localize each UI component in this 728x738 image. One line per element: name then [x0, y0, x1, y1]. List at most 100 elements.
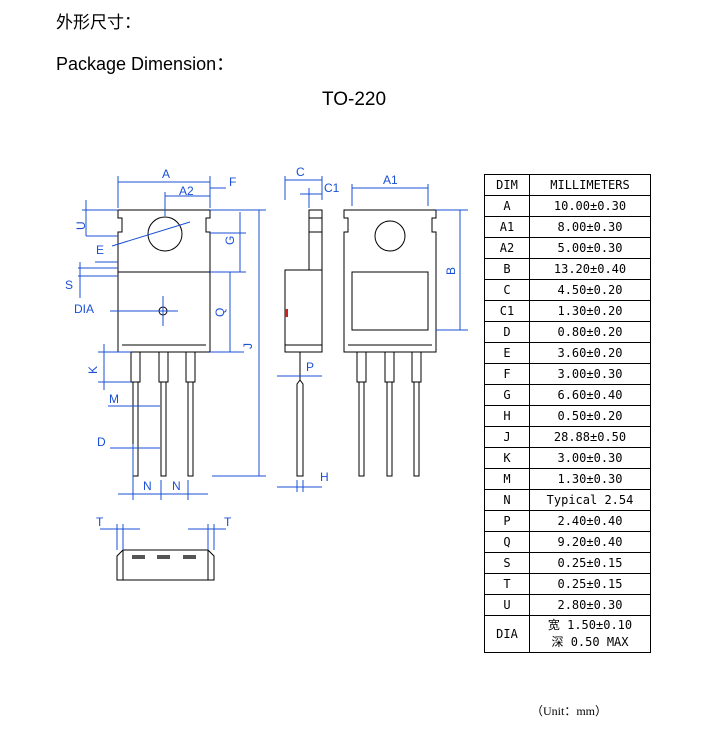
- value-cell: 8.00±0.30: [529, 216, 651, 238]
- value-cell: 2.80±0.30: [529, 594, 651, 616]
- lead-shoulder-2: [158, 351, 169, 383]
- dim-cell: H: [484, 405, 530, 427]
- side-view: [284, 209, 323, 477]
- dim-cell: U: [484, 594, 530, 616]
- label-N-2: N: [172, 479, 181, 493]
- dim-cell: C: [484, 279, 530, 301]
- value-cell-dia: 宽 1.50±0.10 深 0.50 MAX: [529, 615, 651, 653]
- dim-cell: M: [484, 468, 530, 490]
- header-millimeters: MILLIMETERS: [529, 174, 651, 196]
- label-F: F: [229, 175, 236, 189]
- lead-2: [160, 381, 167, 477]
- label-N-1: N: [143, 479, 152, 493]
- dimension-labels: A A2 F U E S DIA G Q J K M D N N T T C C…: [65, 165, 458, 529]
- dim-cell: G: [484, 384, 530, 406]
- value-cell: 9.20±0.40: [529, 531, 651, 553]
- value-cell: 1.30±0.30: [529, 468, 651, 490]
- label-T-1: T: [96, 515, 104, 529]
- value-cell: 4.50±0.20: [529, 279, 651, 301]
- back-lead-shoulder-1: [356, 351, 367, 383]
- label-DIA: DIA: [74, 302, 94, 316]
- dim-cell: T: [484, 573, 530, 595]
- side-body: [284, 269, 323, 353]
- unit-note: （Unit：mm）: [531, 704, 608, 718]
- value-cell: 3.00±0.30: [529, 363, 651, 385]
- lead-1: [132, 381, 139, 477]
- dia-width: 宽 1.50±0.10: [547, 618, 633, 632]
- label-T-2: T: [224, 515, 232, 529]
- dim-cell: K: [484, 447, 530, 469]
- label-D: D: [97, 435, 106, 449]
- front-body: [117, 271, 211, 353]
- value-cell: 0.25±0.15: [529, 573, 651, 595]
- dim-cell: A: [484, 195, 530, 217]
- label-Q: Q: [213, 308, 227, 317]
- label-K: K: [86, 366, 100, 374]
- dia-depth: 深 0.50 MAX: [551, 635, 629, 649]
- label-A: A: [162, 167, 170, 181]
- label-M: M: [109, 392, 119, 406]
- dim-cell: A2: [484, 237, 530, 259]
- back-lead-shoulder-3: [411, 351, 422, 383]
- value-cell: 3.00±0.30: [529, 447, 651, 469]
- value-cell: 28.88±0.50: [529, 426, 651, 448]
- value-cell: 6.60±0.40: [529, 384, 651, 406]
- value-cell: 0.50±0.20: [529, 405, 651, 427]
- label-U: U: [74, 221, 88, 230]
- back-dimensions: [351, 184, 468, 331]
- value-cell: 3.60±0.20: [529, 342, 651, 364]
- value-cell: 0.80±0.20: [529, 321, 651, 343]
- bottom-pin-2: [157, 555, 170, 559]
- side-marker: [285, 309, 288, 317]
- dim-cell: P: [484, 510, 530, 532]
- value-cell: 13.20±0.40: [529, 258, 651, 280]
- side-dimensions: [277, 176, 323, 492]
- label-S: S: [65, 278, 73, 292]
- mounting-hole: [147, 216, 183, 252]
- label-A2: A2: [179, 184, 194, 198]
- dim-cell: N: [484, 489, 530, 511]
- header-dim: DIM: [484, 174, 530, 196]
- back-outline: [343, 209, 437, 353]
- back-lead-shoulder-2: [384, 351, 395, 383]
- dim-cell: C1: [484, 300, 530, 322]
- value-cell: 10.00±0.30: [529, 195, 651, 217]
- value-cell: Typical 2.54: [529, 489, 651, 511]
- label-G: G: [223, 236, 237, 245]
- dim-cell: J: [484, 426, 530, 448]
- dim-cell: E: [484, 342, 530, 364]
- dim-cell: A1: [484, 216, 530, 238]
- value-cell: 5.00±0.30: [529, 237, 651, 259]
- value-cell: 2.40±0.40: [529, 510, 651, 532]
- bottom-pin-1: [132, 555, 145, 559]
- label-H: H: [320, 470, 329, 484]
- label-E: E: [96, 243, 104, 257]
- back-lead-2: [386, 381, 393, 477]
- dim-cell: D: [484, 321, 530, 343]
- side-lead: [296, 352, 304, 477]
- dim-cell: B: [484, 258, 530, 280]
- bottom-pin-3: [183, 555, 196, 559]
- bottom-dimensions: [100, 524, 226, 550]
- dim-cell: S: [484, 552, 530, 574]
